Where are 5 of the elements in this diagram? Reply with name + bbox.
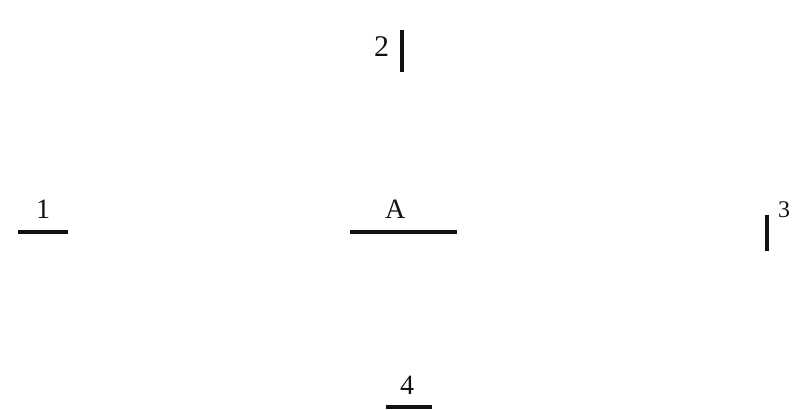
part-label: 3: [778, 198, 790, 222]
part-label: 2: [374, 32, 389, 62]
part-label: 4: [400, 372, 414, 400]
part-label: 1: [36, 196, 50, 224]
part-label: A: [385, 196, 406, 224]
